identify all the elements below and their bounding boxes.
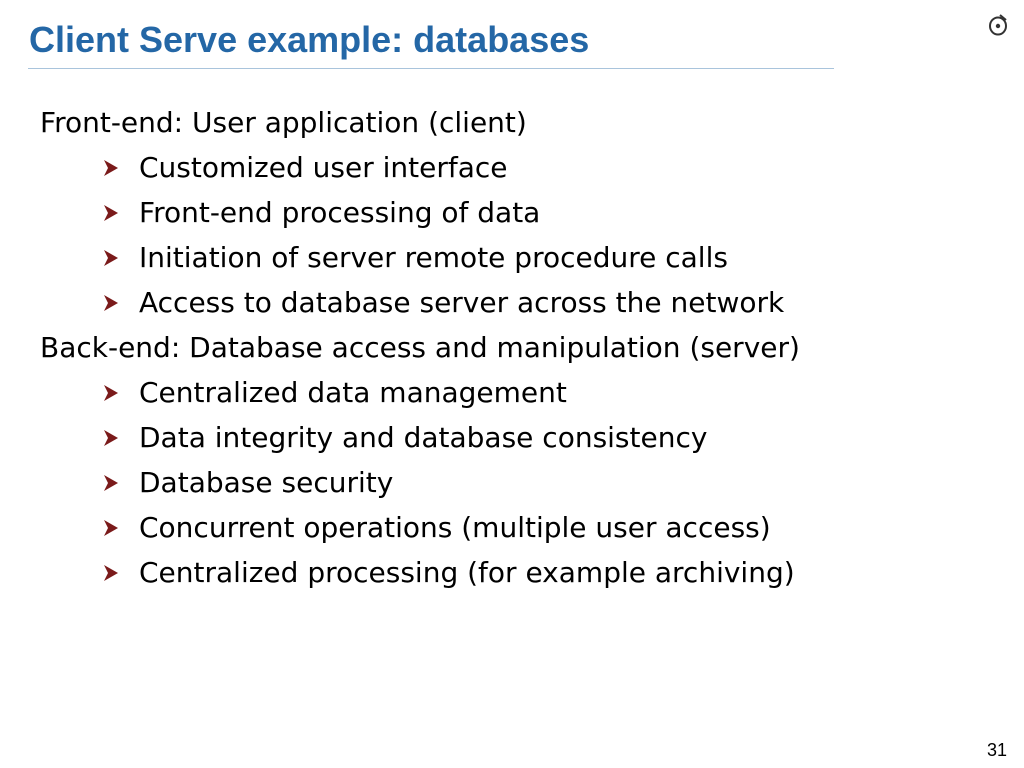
arrow-bullet-icon [104, 294, 118, 311]
list-item: Concurrent operations (multiple user acc… [40, 505, 1010, 550]
list-item: Access to database server across the net… [40, 280, 1010, 325]
list-item: Customized user interface [40, 145, 1010, 190]
list-item: Centralized processing (for example arch… [40, 550, 1010, 595]
list-item-text: Database security [139, 466, 394, 499]
arrow-bullet-icon [104, 564, 118, 581]
list-item-text: Centralized data management [139, 376, 567, 409]
list-item-text: Data integrity and database consistency [139, 421, 708, 454]
slide-title: Client Serve example: databases [29, 19, 590, 60]
list-item-text: Initiation of server remote procedure ca… [139, 241, 728, 274]
arrow-bullet-icon [104, 474, 118, 491]
list-item-text: Customized user interface [139, 151, 508, 184]
section-heading-back-end: Back-end: Database access and manipulati… [40, 331, 800, 364]
page-number: 31 [986, 740, 1007, 760]
arrow-bullet-icon [104, 204, 118, 221]
list-item: Initiation of server remote procedure ca… [40, 235, 1010, 280]
arrow-bullet-icon [104, 384, 118, 401]
arrow-bullet-icon [104, 249, 118, 266]
list-item-text: Access to database server across the net… [139, 286, 785, 319]
list-item: Data integrity and database consistency [40, 415, 1010, 460]
slide-body: Front-end: User application (client) Cus… [40, 100, 1010, 595]
list-item: Front-end processing of data [40, 190, 1010, 235]
logo-icon [989, 14, 1007, 36]
arrow-bullet-icon [104, 429, 118, 446]
list-item: Database security [40, 460, 1010, 505]
title-divider [28, 68, 834, 69]
arrow-bullet-icon [104, 159, 118, 176]
list-item: Centralized data management [40, 370, 1010, 415]
section-heading-front-end: Front-end: User application (client) [40, 106, 527, 139]
list-item-text: Front-end processing of data [139, 196, 541, 229]
arrow-bullet-icon [104, 519, 118, 536]
list-item-text: Centralized processing (for example arch… [139, 556, 795, 589]
list-item-text: Concurrent operations (multiple user acc… [139, 511, 771, 544]
